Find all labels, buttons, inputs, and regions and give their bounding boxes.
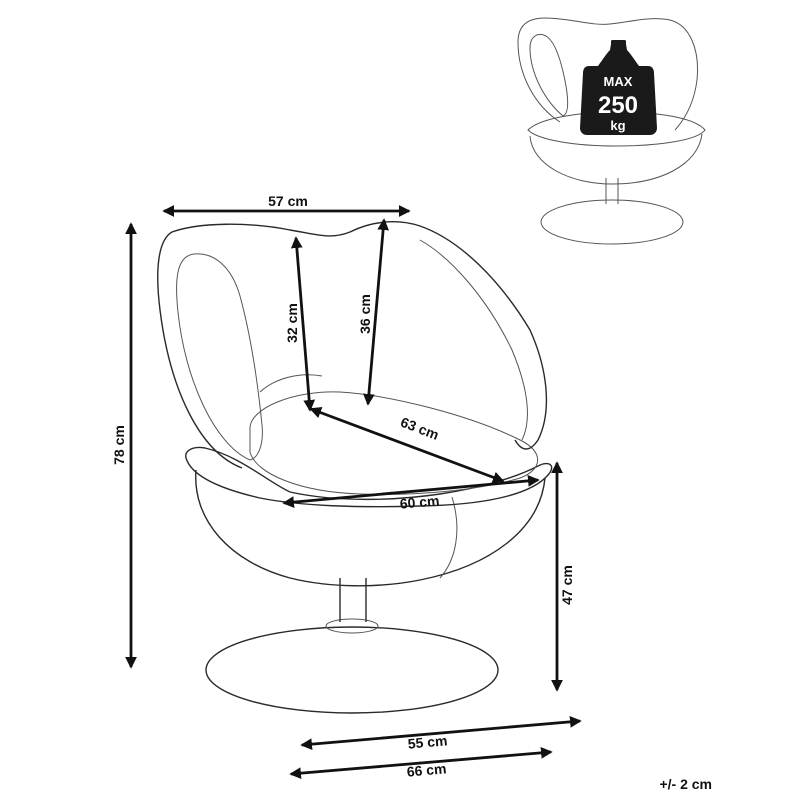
dim-line-backrest-center: [290, 236, 316, 412]
seat-rim: [185, 446, 553, 508]
chair-drawing: [157, 221, 553, 714]
dimension-lines: [125, 205, 582, 780]
weight-icon: MAX 250 kg: [580, 40, 657, 135]
backrest-right-inner: [419, 239, 528, 441]
dim-line-seat-width: [282, 475, 540, 508]
backrest-inner: [176, 253, 263, 461]
seat-shell: [195, 469, 546, 587]
label-width-top: 57 cm: [268, 193, 308, 209]
shell-seam: [439, 496, 458, 579]
capacity-thumbnail: MAX 250 kg: [517, 17, 706, 245]
thumb-stem: [605, 178, 619, 204]
stem: [339, 578, 367, 622]
tolerance-note: +/- 2 cm: [659, 776, 712, 792]
dim-line-backrest-side: [363, 218, 389, 406]
label-seat-diagonal: 63 cm: [398, 414, 441, 443]
dim-line-seat-diagonal: [309, 407, 505, 483]
capacity-unit: kg: [610, 118, 625, 133]
dim-line-base-width: [289, 746, 553, 780]
label-seat-width: 60 cm: [399, 492, 440, 511]
thumb-backrest-inner: [529, 34, 569, 117]
capacity-value: 250: [598, 92, 638, 119]
thumb-base-disc: [540, 199, 684, 245]
thumb-shell: [529, 133, 703, 185]
backrest-back-fold: [259, 374, 323, 393]
label-base-depth: 55 cm: [407, 732, 448, 751]
base-disc: [205, 626, 499, 714]
label-backrest-side: 36 cm: [357, 294, 373, 334]
base-disc-top: [325, 618, 379, 634]
backrest: [157, 221, 548, 469]
thumb-backrest: [517, 17, 699, 131]
capacity-label: MAX: [604, 74, 633, 89]
label-height-total: 78 cm: [111, 425, 127, 465]
dim-line-base-depth: [300, 716, 582, 750]
dimension-labels: 57 cm 78 cm 32 cm 36 cm 63 cm 60 cm 47 c…: [111, 193, 712, 792]
label-backrest-center: 32 cm: [284, 303, 300, 343]
label-seat-height: 47 cm: [559, 565, 575, 605]
label-base-width: 66 cm: [406, 760, 447, 779]
